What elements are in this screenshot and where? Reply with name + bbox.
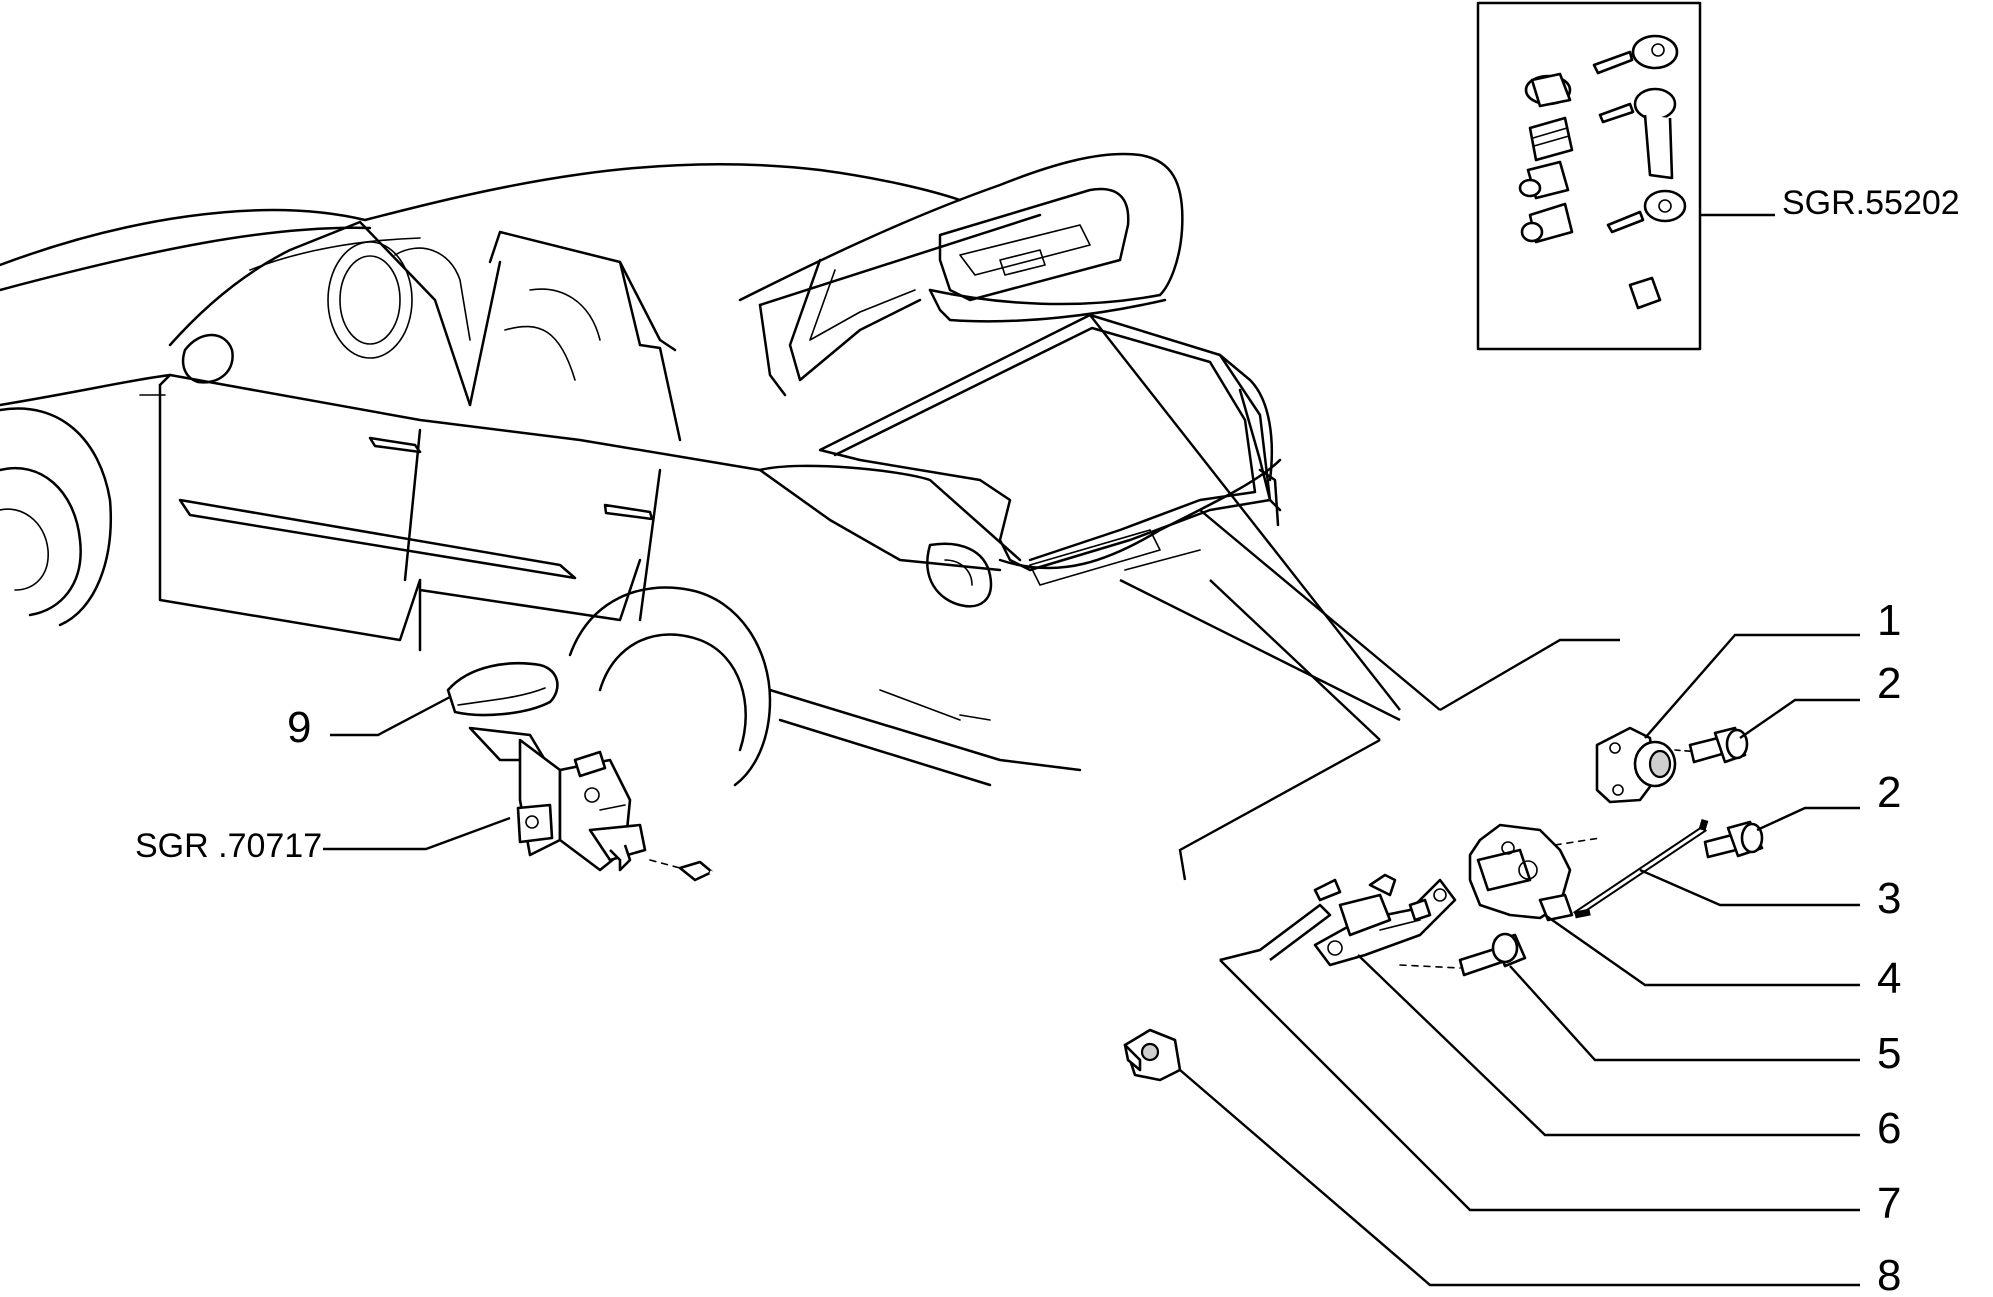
rod-part xyxy=(1573,818,1709,919)
bonnet-latch-label: SGR .70717 xyxy=(135,827,322,865)
lock-barrel-icon xyxy=(1518,160,1570,200)
bonnet-latch-part xyxy=(468,726,647,872)
key-icon xyxy=(1606,189,1687,234)
lock-kit-inset: SGR.55202 xyxy=(1476,1,1960,351)
callout-9-leader xyxy=(330,695,451,737)
car-illustration xyxy=(0,152,1282,787)
lock-cap-icon xyxy=(1628,276,1662,310)
bolt-part xyxy=(1399,932,1527,977)
key-icon xyxy=(1592,34,1679,75)
lock-cylinder-part xyxy=(1595,726,1701,804)
callout-4: 4 xyxy=(1877,954,1901,1003)
callout-3: 3 xyxy=(1877,874,1901,923)
cover-part xyxy=(446,662,559,717)
bracket-part xyxy=(1468,823,1601,922)
callout-7: 7 xyxy=(1877,1179,1901,1228)
callout-3-leader xyxy=(1639,868,1860,907)
bonnet-latch-leader xyxy=(323,816,511,851)
screw-part-upper xyxy=(1688,726,1749,764)
lock-barrel-icon xyxy=(1524,72,1572,108)
guide-lines xyxy=(1089,314,1620,881)
lock-barrel-icon xyxy=(1520,202,1574,244)
callout-2b-leader xyxy=(1756,806,1860,832)
callout-7-leader xyxy=(1219,959,1860,1212)
lock-kit-label: SGR.55202 xyxy=(1782,184,1960,222)
callout-6-leader xyxy=(1357,954,1860,1137)
boot-latch-part xyxy=(1313,873,1457,967)
callout-2a-leader xyxy=(1739,698,1860,739)
callout-8: 8 xyxy=(1877,1251,1901,1292)
callout-8-leader xyxy=(1179,1069,1860,1287)
callout-6: 6 xyxy=(1877,1104,1901,1153)
callout-9: 9 xyxy=(287,703,311,752)
screw-part-lower xyxy=(1703,820,1764,859)
callout-4-leader xyxy=(1544,914,1860,987)
callout-1: 1 xyxy=(1877,596,1901,645)
callout-2a: 2 xyxy=(1877,659,1901,708)
callout-5: 5 xyxy=(1877,1029,1901,1078)
key-icon xyxy=(1598,87,1677,180)
inset-frame xyxy=(1476,1,1702,351)
lock-barrel-icon xyxy=(1528,116,1574,162)
clip-part xyxy=(1123,1028,1182,1082)
callout-1-leader xyxy=(1644,633,1860,739)
callout-2b: 2 xyxy=(1877,768,1901,817)
release-cable-part xyxy=(649,859,1342,988)
callout-5-leader xyxy=(1509,965,1860,1062)
